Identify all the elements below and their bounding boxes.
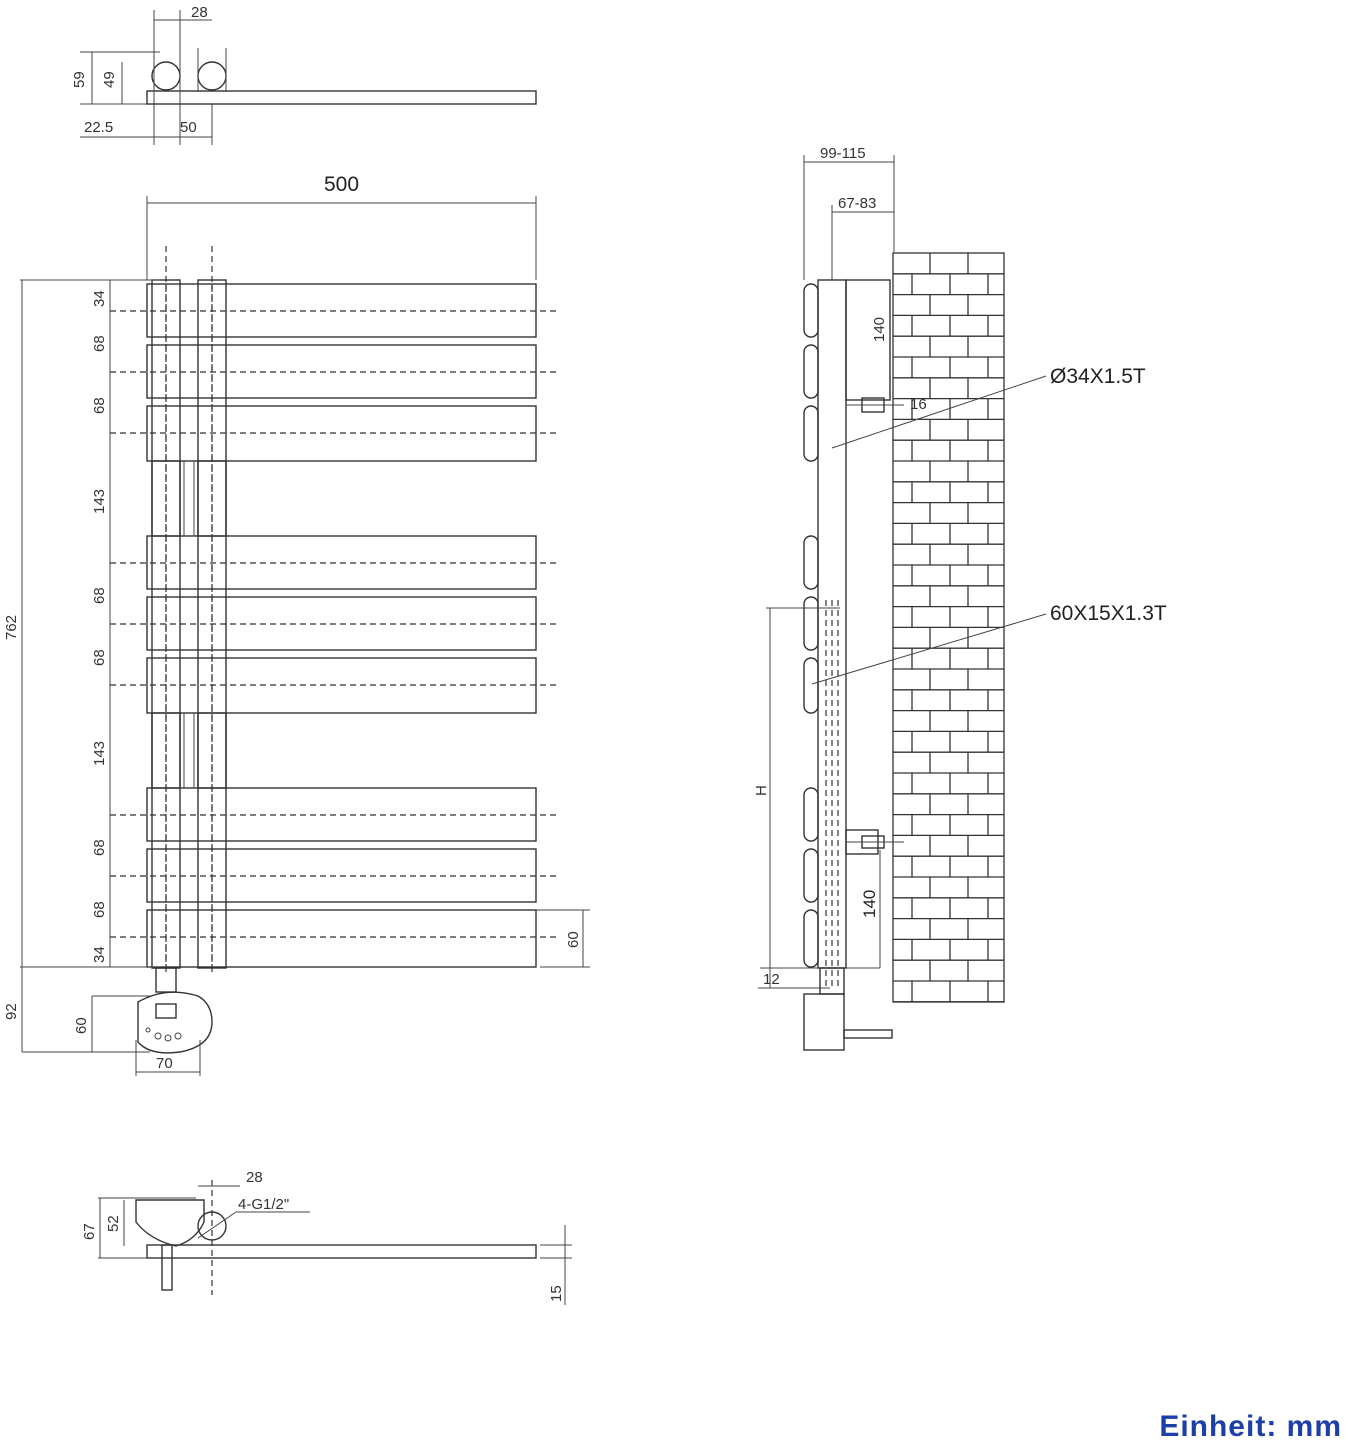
heating-controller <box>137 967 213 1054</box>
top-dim-depth-inner: 49 <box>101 71 118 88</box>
bottom-dim-inner: 52 <box>105 1215 122 1232</box>
spacing-label: 34 <box>91 290 108 307</box>
top-dim-pitch: 28 <box>191 4 208 21</box>
side-dim-bracket-gap: 16 <box>910 396 927 413</box>
bottom-view: 28 4-G1/2" 67 52 15 <box>81 1169 572 1305</box>
top-bar-profile <box>146 90 537 105</box>
bar-centerlines <box>110 310 560 938</box>
callout-bar-spec: 60X15X1.3T <box>1050 602 1167 625</box>
top-dim-offset: 22.5 <box>84 119 113 136</box>
top-dim-center: 50 <box>180 119 197 136</box>
controller-button-icon <box>164 1034 172 1042</box>
controller-button-icon <box>174 1032 182 1040</box>
bottom-dim-thickness: 15 <box>548 1285 565 1302</box>
controller-display <box>155 1003 177 1019</box>
side-view: 99-115 67-83 <box>753 145 1167 1051</box>
wall-bracket-top <box>845 279 891 401</box>
front-dim-width: 500 <box>324 173 359 196</box>
bottom-controller-outline <box>135 1199 205 1247</box>
spacing-label: 68 <box>91 901 108 918</box>
side-controller-housing <box>803 993 845 1051</box>
spacing-labels: 34 68 68 143 68 68 143 68 68 34 <box>91 290 108 963</box>
bottom-thread-spec: 4-G1/2" <box>238 1196 289 1213</box>
bottom-bar-profile <box>146 1244 537 1259</box>
top-pipe-left <box>151 61 181 91</box>
brick-wall <box>892 252 1005 1003</box>
side-dim-height: H <box>753 785 770 796</box>
front-dim-controller-width: 70 <box>156 1055 173 1072</box>
heating-bars <box>146 283 537 968</box>
spacing-label: 68 <box>91 587 108 604</box>
front-dim-height: 762 <box>3 615 20 640</box>
side-bar-profiles <box>803 283 819 968</box>
controller-led-icon <box>145 1027 151 1033</box>
side-dim-bracket-top: 140 <box>871 317 888 342</box>
controller-housing <box>137 991 213 1054</box>
front-dim-controller-height: 60 <box>73 1017 90 1034</box>
spacing-label: 68 <box>91 649 108 666</box>
front-dim-bar-height: 60 <box>565 931 582 948</box>
bottom-dim-outer: 67 <box>81 1223 98 1240</box>
spacing-label: 68 <box>91 335 108 352</box>
front-dim-element-drop: 92 <box>3 1003 20 1020</box>
spacing-label: 68 <box>91 839 108 856</box>
side-dim-bottom-gap: 12 <box>763 971 780 988</box>
spacing-label: 143 <box>91 741 108 766</box>
side-dim-depth-outer: 99-115 <box>820 145 866 162</box>
heating-bar <box>146 909 537 968</box>
bottom-dim-pitch: 28 <box>246 1169 263 1186</box>
top-pipe-right <box>197 61 227 91</box>
top-dim-depth-outer: 59 <box>71 71 88 88</box>
callout-pipe-spec: Ø34X1.5T <box>1050 365 1146 388</box>
unit-label: Einheit: mm <box>1159 1410 1342 1443</box>
spacing-label: 143 <box>91 489 108 514</box>
front-view: 500 <box>3 173 590 1076</box>
spacing-label: 68 <box>91 397 108 414</box>
spacing-label: 34 <box>91 946 108 963</box>
side-element-rod <box>843 1029 893 1039</box>
controller-button-icon <box>154 1032 162 1040</box>
side-dim-depth-inner: 67-83 <box>838 195 876 212</box>
side-dim-bracket-bottom: 140 <box>860 890 879 918</box>
bottom-element-rod <box>161 1244 173 1291</box>
top-view: 28 59 49 22.5 50 <box>71 4 537 145</box>
